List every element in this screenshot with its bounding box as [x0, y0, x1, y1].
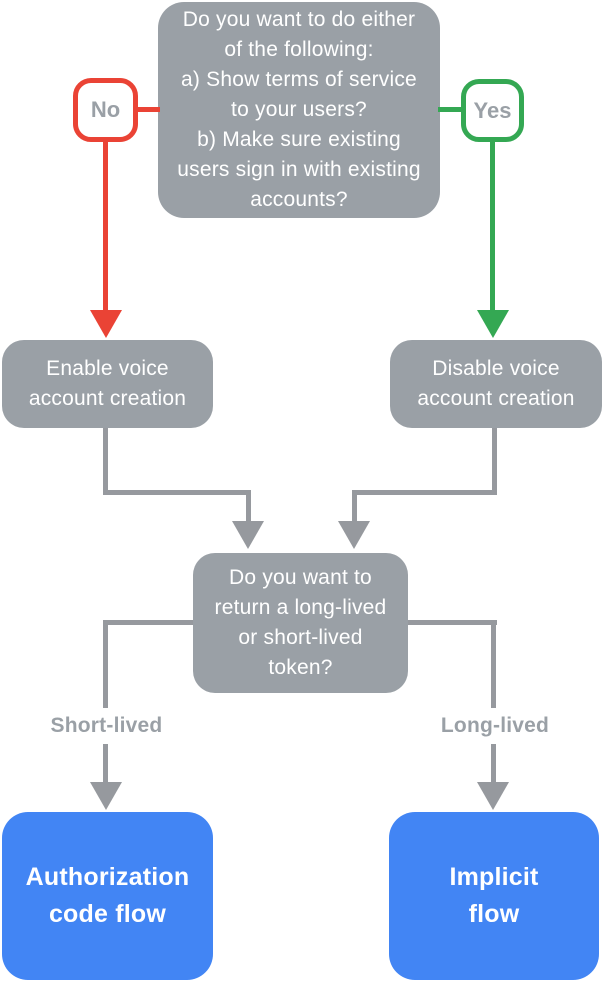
short-lived-label: Short-lived [23, 708, 190, 744]
flow-node-implicit-flow: Implicit flow [389, 812, 599, 980]
disable-merge-arrowhead-icon [338, 521, 370, 549]
no-arrowhead-icon [90, 310, 122, 338]
no-badge-label: No [90, 97, 121, 122]
flow-node-top-question: Do you want to do either of the followin… [158, 2, 440, 218]
long-lived-arrowhead-icon [477, 782, 509, 810]
enable-voice-text: Enable voice account creation [28, 357, 187, 410]
enable-merge-arrowhead-icon [232, 521, 264, 549]
enable-exit-vertical [103, 428, 108, 495]
flow-node-disable-voice: Disable voice account creation [390, 340, 602, 428]
yes-connector-horizontal [438, 107, 463, 112]
short-lived-label-text: Short-lived [50, 714, 163, 737]
top-question-text: Do you want to do either of the followin… [177, 8, 421, 211]
flow-node-authorization-code: Authorization code flow [2, 812, 213, 980]
no-connector-horizontal [136, 107, 160, 112]
short-lived-branch-vertical [103, 620, 108, 784]
short-lived-branch-horizontal [103, 620, 193, 625]
yes-arrowhead-icon [477, 310, 509, 338]
long-lived-label: Long-lived [410, 708, 580, 744]
yes-connector-vertical [490, 140, 495, 312]
disable-voice-text: Disable voice account creation [417, 357, 575, 410]
long-lived-label-text: Long-lived [440, 714, 550, 737]
short-lived-arrowhead-icon [90, 782, 122, 810]
yes-badge: Yes [461, 79, 524, 142]
enable-merge-drop [246, 490, 251, 522]
no-badge: No [73, 78, 138, 142]
token-question-text: Do you want to return a long-lived or sh… [214, 566, 387, 679]
no-connector-vertical [103, 140, 108, 312]
authorization-code-text: Authorization code flow [25, 863, 190, 928]
disable-merge-horizontal [352, 490, 497, 495]
disable-merge-drop [352, 490, 357, 522]
yes-badge-label: Yes [473, 97, 512, 123]
flow-node-enable-voice: Enable voice account creation [2, 340, 213, 428]
implicit-flow-text: Implicit flow [449, 863, 539, 928]
long-lived-branch-horizontal [408, 620, 497, 625]
flow-node-token-question: Do you want to return a long-lived or sh… [193, 553, 408, 693]
long-lived-branch-vertical [491, 620, 496, 784]
disable-exit-vertical [492, 428, 497, 495]
enable-merge-horizontal [103, 490, 251, 495]
